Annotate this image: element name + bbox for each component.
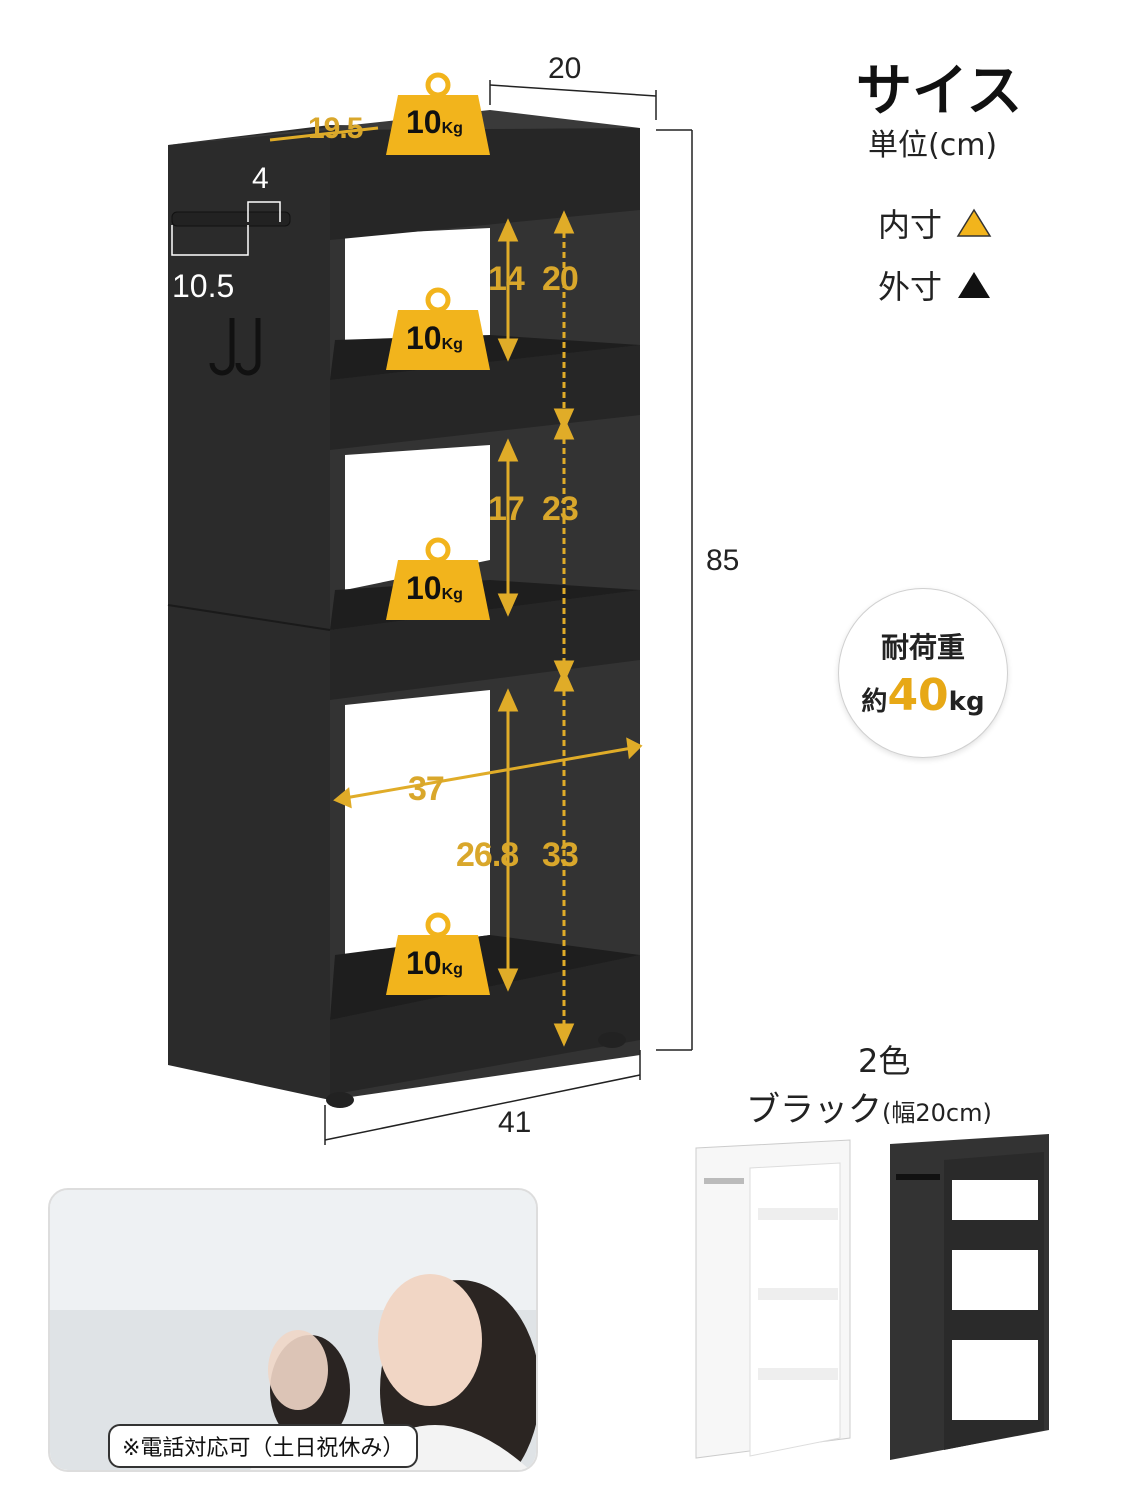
legend-outer: 外寸 bbox=[878, 262, 992, 308]
dim-inner-width: 37 bbox=[408, 770, 445, 808]
outline-triangle-icon bbox=[956, 208, 992, 237]
weight-label-3: 10Kg bbox=[406, 570, 463, 606]
dim-hook-width: 10.5 bbox=[172, 268, 235, 304]
dim-shelf2-inner: 17 bbox=[488, 490, 525, 528]
dim-hook-gap: 4 bbox=[252, 162, 269, 195]
product-diagram bbox=[167, 72, 693, 1145]
dim-shelf1-outer: 20 bbox=[542, 260, 579, 298]
side-panel bbox=[168, 125, 330, 1100]
page-title: サイス bbox=[856, 59, 1023, 124]
dim-shelf3-outer: 33 bbox=[542, 836, 579, 874]
black-variant-image bbox=[890, 1134, 1049, 1460]
weight-label-1: 10Kg bbox=[406, 104, 463, 140]
color-count: 2色 bbox=[858, 1042, 911, 1080]
dim-shelf1-inner: 14 bbox=[488, 260, 525, 298]
legend-inner-label: 内寸 bbox=[878, 206, 943, 244]
weight-icon-group bbox=[386, 72, 490, 995]
weight-label-2: 10Kg bbox=[406, 320, 463, 356]
load-capacity-label: 耐荷重 bbox=[880, 630, 965, 664]
dim-height: 85 bbox=[706, 544, 740, 577]
load-capacity-badge: 耐荷重 約40kg bbox=[838, 588, 1008, 758]
dim-shelf2-outer: 23 bbox=[542, 490, 579, 528]
color-name: ブラック(幅20cm) bbox=[746, 1090, 992, 1130]
dim-depth: 41 bbox=[498, 1106, 532, 1139]
unit-label: 単位(cm) bbox=[868, 128, 998, 163]
solid-triangle-icon bbox=[958, 272, 991, 298]
white-variant-image bbox=[695, 1139, 851, 1459]
legend-inner: 内寸 bbox=[878, 200, 992, 246]
legend-outer-label: 外寸 bbox=[878, 268, 943, 306]
dim-top-width: 20 bbox=[548, 52, 582, 85]
dim-inner-depth: 19.5 bbox=[308, 112, 363, 145]
dim-shelf3-inner: 26.8 bbox=[456, 836, 519, 874]
photo-caption: ※電話対応可（土日祝休み） bbox=[108, 1424, 419, 1468]
weight-label-4: 10Kg bbox=[406, 945, 463, 981]
support-photo bbox=[48, 1188, 538, 1472]
load-capacity-value: 約40kg bbox=[861, 669, 985, 721]
